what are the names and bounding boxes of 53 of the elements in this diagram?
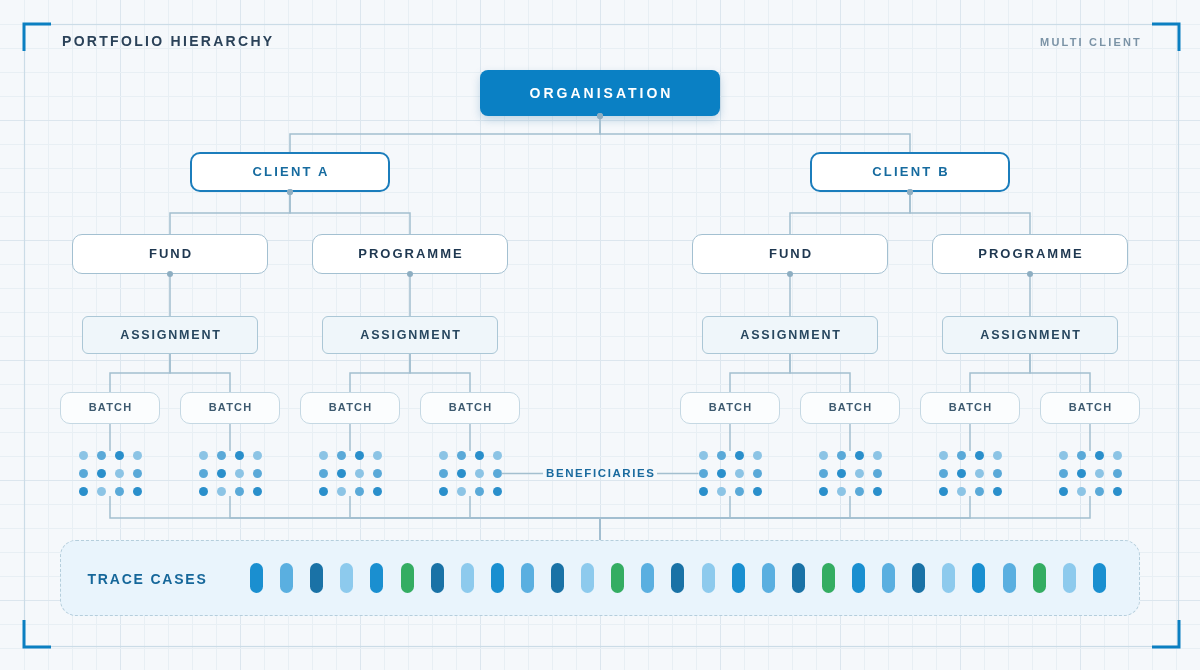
group-box: FUND bbox=[72, 234, 268, 274]
connector-line bbox=[109, 423, 111, 452]
connector-line bbox=[1029, 353, 1091, 393]
leaf-box: BATCH bbox=[60, 392, 160, 424]
connector-line bbox=[169, 353, 231, 393]
group-box: PROGRAMME bbox=[932, 234, 1128, 274]
connector-line bbox=[969, 423, 971, 452]
dot-grid-drawing bbox=[698, 451, 762, 496]
connector-line bbox=[787, 271, 793, 317]
connector-line bbox=[287, 189, 411, 235]
dot-grid-drawing bbox=[78, 451, 142, 496]
annotation-label: BENEFICIARIES bbox=[543, 465, 657, 482]
dot-grid-drawing bbox=[198, 451, 262, 496]
leaf-box: BATCH bbox=[1040, 392, 1140, 424]
leaf-box: BATCH bbox=[680, 392, 780, 424]
sub-group-box: ASSIGNMENT bbox=[702, 316, 878, 354]
leaf-box: BATCH bbox=[420, 392, 520, 424]
connector-line bbox=[907, 189, 1031, 235]
connector-line bbox=[409, 353, 471, 393]
dot-grid-drawing bbox=[938, 451, 1002, 496]
sub-group-box: ASSIGNMENT bbox=[942, 316, 1118, 354]
sub-group-box: ASSIGNMENT bbox=[82, 316, 258, 354]
leaf-box: BATCH bbox=[180, 392, 280, 424]
group-box: PROGRAMME bbox=[312, 234, 508, 274]
group-box: FUND bbox=[692, 234, 888, 274]
leader-line bbox=[656, 472, 700, 475]
connector-line bbox=[349, 423, 351, 452]
connector-line bbox=[229, 423, 231, 452]
corner-label: MULTI CLIENT bbox=[1040, 35, 1142, 50]
parent-box: CLIENT A bbox=[190, 152, 390, 192]
dot-grid-drawing bbox=[438, 451, 502, 496]
connector-line bbox=[167, 271, 173, 317]
root-box: ORGANISATION bbox=[480, 70, 720, 116]
parent-box: CLIENT B bbox=[810, 152, 1010, 192]
dot-grid-drawing bbox=[818, 451, 882, 496]
connector-line bbox=[597, 113, 911, 153]
dashed-band bbox=[60, 540, 1140, 616]
dot-grid-drawing bbox=[1058, 451, 1122, 496]
section-label: TRACE CASES bbox=[87, 570, 208, 588]
connector-line bbox=[469, 423, 471, 452]
connector-line bbox=[789, 353, 851, 393]
leaf-box: BATCH bbox=[300, 392, 400, 424]
diagram-title: PORTFOLIO HIERARCHY bbox=[62, 32, 275, 50]
leaf-box: BATCH bbox=[920, 392, 1020, 424]
leader-line bbox=[500, 472, 544, 475]
dot-grid-drawing bbox=[318, 451, 382, 496]
leaf-box: BATCH bbox=[800, 392, 900, 424]
connector-line bbox=[729, 423, 731, 452]
connector-line bbox=[1089, 423, 1091, 452]
sub-group-box: ASSIGNMENT bbox=[322, 316, 498, 354]
connector-line bbox=[407, 271, 413, 317]
connector-line bbox=[849, 423, 851, 452]
connector-line bbox=[1027, 271, 1033, 317]
